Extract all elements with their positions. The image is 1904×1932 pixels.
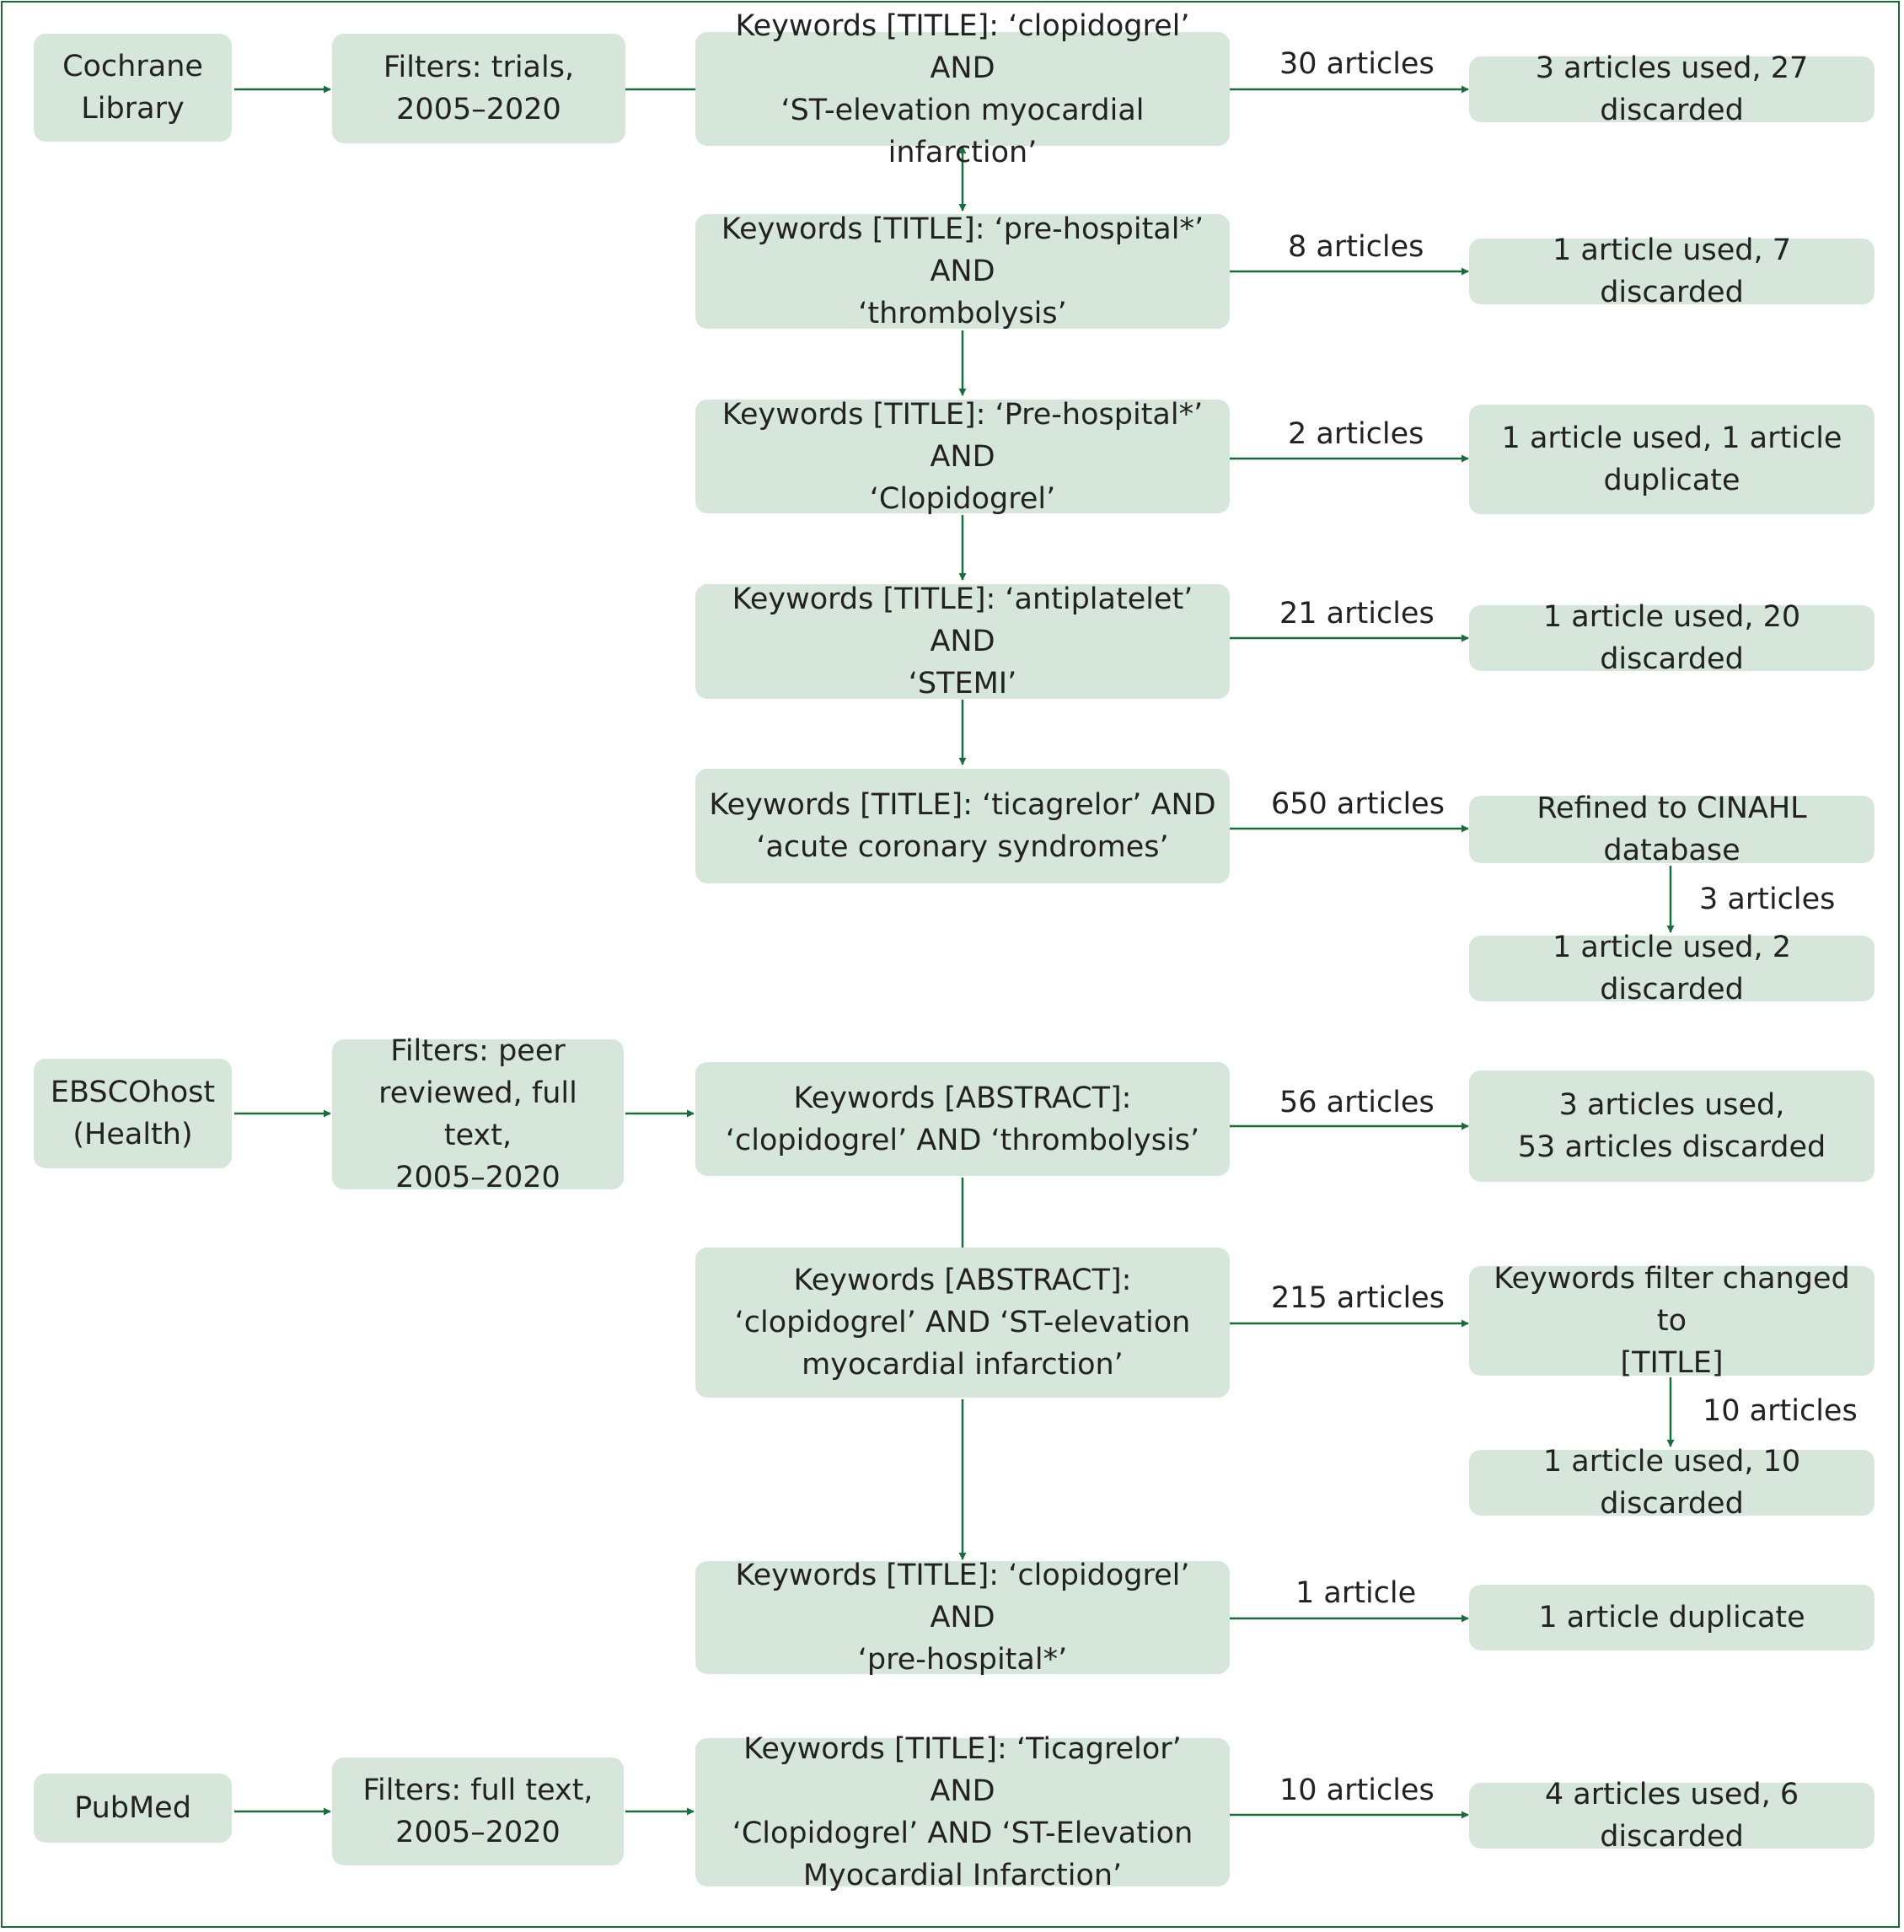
result-cochrane-4: 1 article used, 20 discarded <box>1469 600 1875 676</box>
result-ebsco-2-changed: Keywords filter changed to [TITLE] <box>1469 1262 1875 1380</box>
count-cochrane-3: 2 articles <box>1288 417 1424 451</box>
result-cochrane-3: 1 article used, 1 article duplicate <box>1469 405 1875 514</box>
result-ebsco-1: 3 articles used, 53 articles discarded <box>1469 1071 1875 1182</box>
filter-ebsco: Filters: peer reviewed, full text, 2005–… <box>332 1034 624 1194</box>
source-cochrane: Cochrane Library <box>34 34 232 142</box>
count-cochrane-2: 8 articles <box>1288 230 1424 264</box>
count-cochrane-1: 30 articles <box>1279 47 1435 81</box>
count-cochrane-4: 21 articles <box>1279 597 1435 631</box>
result-ebsco-3: 1 article duplicate <box>1469 1585 1875 1650</box>
filter-cochrane: Filters: trials, 2005–2020 <box>332 34 625 143</box>
search-pubmed-1: Keywords [TITLE]: ‘Ticagrelor’ AND ‘Clop… <box>695 1732 1230 1892</box>
search-cochrane-3: Keywords [TITLE]: ‘Pre-hospital*’ AND ‘C… <box>695 398 1230 516</box>
filter-pubmed: Filters: full text, 2005–2020 <box>332 1758 624 1865</box>
search-cochrane-2: Keywords [TITLE]: ‘pre-hospital*’ AND ‘t… <box>695 212 1230 330</box>
search-cochrane-5: Keywords [TITLE]: ‘ticagrelor’ AND ‘acut… <box>695 769 1230 883</box>
count-ebsco-1: 56 articles <box>1279 1086 1435 1119</box>
result-cochrane-2: 1 article used, 7 discarded <box>1469 233 1875 309</box>
source-ebsco: EBSCOhost (Health) <box>34 1059 232 1168</box>
count-cochrane-5-refined: 3 articles <box>1699 883 1836 916</box>
result-cochrane-5-refined: Refined to CINAHL database <box>1469 792 1875 867</box>
search-cochrane-1: Keywords [TITLE]: ‘clopidogrel’ AND ‘ST-… <box>695 9 1230 169</box>
result-ebsco-2-final: 1 article used, 10 discarded <box>1469 1445 1875 1521</box>
search-cochrane-4: Keywords [TITLE]: ‘antiplatelet’ AND ‘ST… <box>695 582 1230 700</box>
search-ebsco-1: Keywords [ABSTRACT]: ‘clopidogrel’ AND ‘… <box>695 1062 1230 1176</box>
count-ebsco-3: 1 article <box>1295 1576 1417 1610</box>
search-ebsco-2: Keywords [ABSTRACT]: ‘clopidogrel’ AND ‘… <box>695 1248 1230 1398</box>
count-cochrane-5: 650 articles <box>1271 787 1445 821</box>
count-pubmed-1: 10 articles <box>1279 1774 1435 1807</box>
result-cochrane-1: 3 articles used, 27 discarded <box>1469 51 1875 127</box>
count-ebsco-2: 215 articles <box>1271 1281 1445 1315</box>
result-pubmed-1: 4 articles used, 6 discarded <box>1469 1778 1875 1854</box>
source-pubmed: PubMed <box>34 1774 232 1843</box>
search-ebsco-3: Keywords [TITLE]: ‘clopidogrel’ AND ‘pre… <box>695 1559 1230 1677</box>
count-ebsco-2-refined: 10 articles <box>1703 1394 1858 1428</box>
result-cochrane-5-final: 1 article used, 2 discarded <box>1469 931 1875 1006</box>
